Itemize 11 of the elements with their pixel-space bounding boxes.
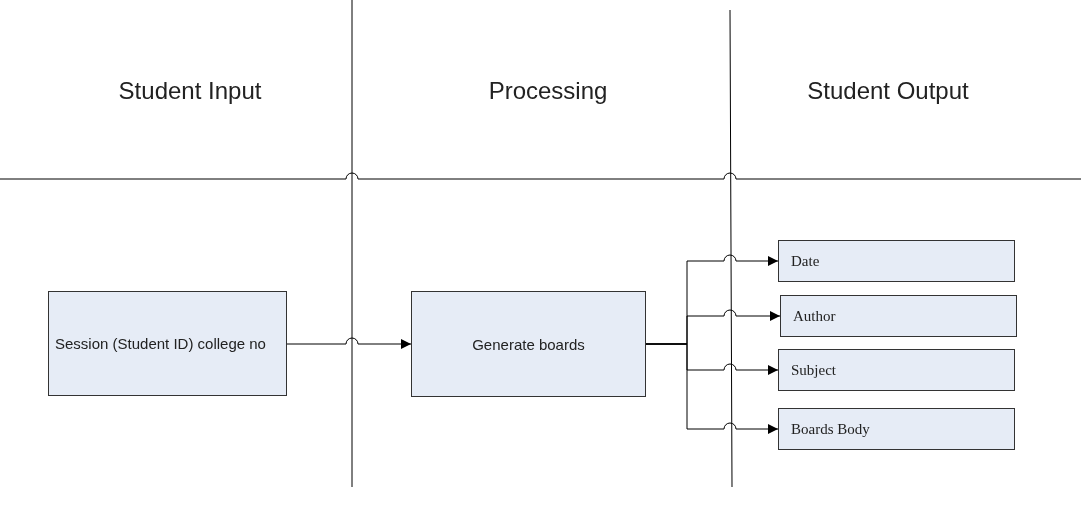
arrow — [286, 337, 412, 349]
output-box: Author — [780, 295, 1017, 337]
output-box: Date — [778, 240, 1015, 282]
output-box: Subject — [778, 349, 1015, 391]
output-box: Boards Body — [778, 408, 1015, 450]
arrow — [645, 343, 779, 434]
lane-heading: Student Output — [807, 77, 969, 105]
lane-heading: Processing — [488, 77, 608, 105]
process-box: Generate boards — [411, 291, 646, 397]
process-box: Session (Student ID) college no — [48, 291, 287, 396]
lane-heading: Student Input — [118, 77, 262, 105]
